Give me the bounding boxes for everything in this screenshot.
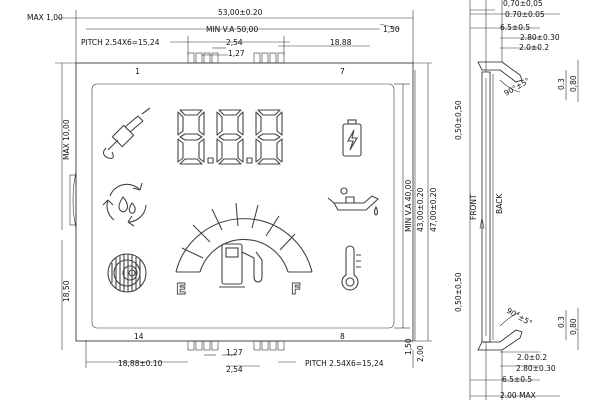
dim-1888-top: 18.88: [330, 38, 352, 47]
thermometer-icon: [341, 245, 361, 291]
dim-right-margin: 1,50: [383, 25, 400, 34]
side-b080: 0,80: [569, 318, 578, 335]
dimension-labels: MAX 1,00 53,00±0.20 MIN V.A 50,00 1,50 P…: [27, 8, 438, 374]
pin-7-label: 7: [340, 67, 345, 76]
dim-width-total: 53,00±0.20: [218, 8, 263, 17]
side-b200max: 2.00 MAX: [500, 391, 536, 400]
side-t050top: 0,50±0,50: [454, 100, 463, 140]
side-t070a: 0,70±0,05: [503, 0, 543, 8]
lcd-outline: [69, 62, 414, 342]
dim-1850: 18,50: [62, 280, 71, 302]
dim-min-va-width: MIN V.A 50,00: [206, 25, 258, 34]
dim-b150: 1,50: [404, 338, 413, 355]
side-b03: 0.3: [557, 316, 566, 328]
pin-1-label: 1: [135, 67, 140, 76]
battery-icon: [342, 119, 362, 157]
recycle-drops-icon: [102, 182, 147, 227]
dim-4700: 47,00±0.20: [429, 187, 438, 232]
dim-p127-top: 1,27: [228, 49, 245, 58]
side-view-labels: 0,70±0,05 0.70±0.05 6.5±0.5 2.80±0.30 2.…: [454, 0, 578, 400]
digit-segments: [177, 109, 283, 165]
dimension-lines: [55, 10, 432, 368]
dim-p254-top: 2,54: [226, 38, 243, 47]
side-t050bot: 0,50±0,50: [454, 272, 463, 312]
dim-b200: 2,00: [416, 345, 425, 362]
digit-2: [216, 109, 253, 165]
dim-max-top: MAX 1,00: [27, 13, 63, 22]
side-view: [469, 0, 579, 400]
spark-plug-icon: [102, 107, 151, 159]
dim-max-left: MAX 10,00: [62, 119, 71, 160]
top-pins: [187, 52, 285, 64]
dim-4300: 43,00±0.20: [416, 187, 425, 232]
side-t080: 0,80: [569, 75, 578, 92]
side-t280: 2.80±0.30: [520, 33, 560, 42]
dim-pitch-top: PITCH 2.54X6=15,24: [81, 38, 160, 47]
side-b20: 2.0±0.2: [517, 353, 547, 362]
side-t070b: 0.70±0.05: [505, 10, 545, 19]
side-ang-bot: 90°±5°: [505, 306, 534, 328]
oil-can-icon: [327, 187, 379, 216]
digit-1: [177, 109, 214, 165]
side-ang-top: 90°±5°: [503, 76, 532, 98]
dim-b127: 1,27: [226, 348, 243, 357]
dim-b1888: 18,88±0.10: [118, 359, 163, 368]
dim-min-va-height: MIN V.A 40,00: [404, 180, 413, 232]
side-t65: 6.5±0.5: [500, 23, 530, 32]
bottom-pins: [187, 340, 285, 351]
side-b280: 2.80±0.30: [516, 364, 556, 373]
fuel-empty-label: E: [176, 280, 186, 298]
side-t03: 0.3: [557, 78, 566, 90]
fuel-full-label: F: [291, 280, 301, 298]
side-b65: 6.5±0.5: [502, 375, 532, 384]
fuel-gauge: E F: [175, 202, 313, 298]
side-back: BACK: [495, 193, 504, 214]
digit-3: [255, 109, 283, 165]
gear-icon: [107, 253, 147, 293]
pin-8-label: 8: [340, 332, 345, 341]
dim-pitch-bottom: PITCH 2.54X6=15,24: [305, 359, 384, 368]
side-t20: 2.0±0.2: [519, 43, 549, 52]
fuel-pump-icon: [219, 243, 263, 288]
side-front: FRONT: [469, 194, 478, 220]
dim-b254: 2,54: [226, 365, 243, 374]
pin-14-label: 14: [134, 332, 144, 341]
